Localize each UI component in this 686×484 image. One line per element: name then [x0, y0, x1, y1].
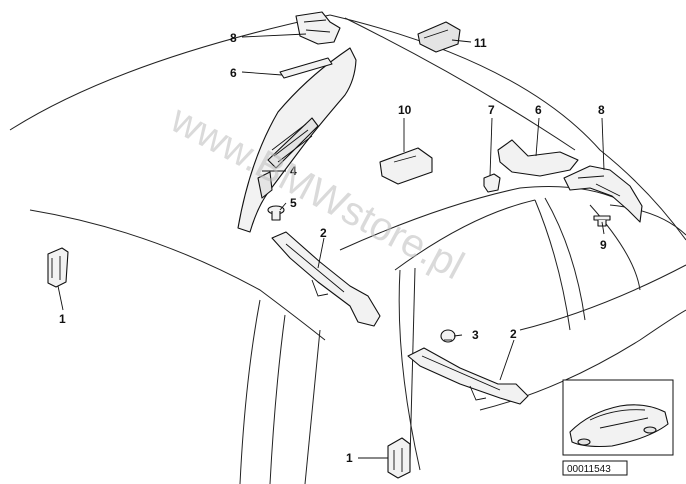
part-6-strip-left: [279, 57, 333, 79]
callout-11: 11: [474, 36, 487, 50]
callout-6-left: 6: [230, 66, 237, 80]
reference-number-box: 00011543: [562, 460, 628, 476]
part-1-trim-clip-bottom: [387, 437, 411, 479]
part-1-trim-clip-left: [47, 247, 69, 288]
callout-numbers: 8 6 11 10 7 6 8 4 5 9 2 1 3 2 1: [59, 31, 607, 465]
callout-3: 3: [472, 328, 479, 342]
part-8-bracket-right: [563, 165, 643, 223]
callout-10: 10: [398, 103, 412, 117]
inset-car-thumbnail: [562, 379, 674, 456]
callout-1-bottom: 1: [346, 451, 353, 465]
callout-1-left: 1: [59, 312, 66, 326]
callout-2-left: 2: [320, 226, 327, 240]
callout-7: 7: [488, 103, 495, 117]
leader-lines: [57, 33, 605, 459]
callout-6-right: 6: [535, 103, 542, 117]
part-7-clip: [483, 173, 501, 193]
callout-5: 5: [290, 196, 297, 210]
part-8-bracket-left: [295, 11, 341, 45]
reference-number: 00011543: [567, 464, 611, 475]
callout-8-right: 8: [598, 103, 605, 117]
part-3-clip: [440, 329, 456, 343]
part-4-pillar-trim: [237, 47, 357, 233]
part-5-screw: [267, 205, 285, 221]
callout-9: 9: [600, 238, 607, 252]
part-6-strip-right: [497, 139, 579, 177]
part-11-wedge: [417, 21, 461, 53]
callout-4: 4: [290, 164, 297, 178]
part-10-cover: [379, 147, 433, 185]
callout-2-right: 2: [510, 327, 517, 341]
callout-8-left: 8: [230, 31, 237, 45]
part-2-bracket-right: [407, 347, 529, 405]
part-2-bracket-left: [271, 231, 381, 327]
